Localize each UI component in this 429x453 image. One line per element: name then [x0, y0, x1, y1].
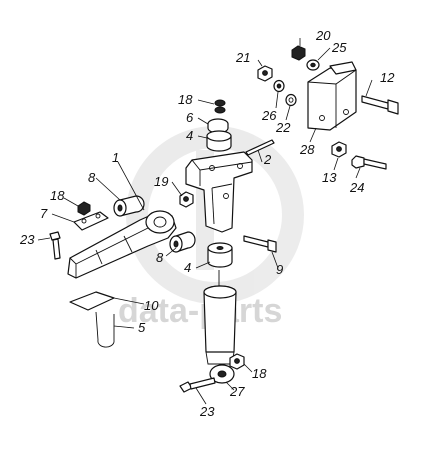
bushing-8-right: [169, 231, 196, 253]
pin-2: [245, 139, 275, 156]
callout-9: 9: [276, 262, 283, 277]
callout-22: 22: [275, 120, 291, 135]
callout-21: 21: [235, 50, 250, 65]
callout-2: 2: [263, 152, 272, 167]
callout-6: 6: [186, 110, 194, 125]
bolt-12: [361, 95, 399, 115]
callout-13: 13: [322, 170, 337, 185]
callout-25: 25: [331, 40, 347, 55]
callout-4-lower: 4: [184, 260, 191, 275]
callout-18-top: 18: [178, 92, 193, 107]
washer-26: [273, 79, 285, 93]
nut-13: [331, 141, 347, 158]
bushing-4-top: [206, 130, 232, 152]
callout-8-left: 8: [88, 170, 96, 185]
washer-22: [285, 93, 297, 107]
nut-20: [291, 45, 306, 61]
watermark-text: data-parts: [118, 292, 282, 330]
nut-18-top: [214, 99, 226, 114]
nut-18-lower: [229, 353, 245, 370]
nut-18-left: [77, 201, 91, 216]
bushing-8-left: [113, 195, 145, 217]
callout-labels: 20 25 21 12 26 22 28 2 13 24 18 6 4 19 1…: [19, 28, 395, 419]
bolt-9: [243, 235, 277, 253]
nut-21: [257, 65, 273, 82]
callout-5: 5: [138, 320, 146, 335]
callout-7: 7: [40, 206, 48, 221]
callout-28: 28: [299, 142, 315, 157]
callout-10: 10: [144, 298, 159, 313]
nut-19: [179, 191, 194, 208]
callout-23-left: 23: [19, 232, 35, 247]
callout-19: 19: [154, 174, 168, 189]
callout-12: 12: [380, 70, 395, 85]
callout-24: 24: [349, 180, 364, 195]
leader-lines: [37, 38, 373, 405]
callout-4-top: 4: [186, 128, 193, 143]
upper-bracket: [185, 151, 253, 233]
callout-8-right: 8: [156, 250, 164, 265]
callout-20: 20: [315, 28, 331, 43]
u-bolt-5: [95, 311, 115, 348]
shock-absorber: [203, 270, 237, 384]
washer-25: [306, 59, 320, 71]
bracket-28: [307, 61, 357, 131]
callout-26: 26: [261, 108, 277, 123]
bolt-23-left: [49, 231, 61, 260]
callout-27: 27: [229, 384, 245, 399]
callout-23-lower: 23: [199, 404, 215, 419]
callout-18-lower: 18: [252, 366, 267, 381]
bolt-23-lower: [179, 377, 216, 393]
bushing-4-lower: [207, 242, 233, 268]
plate-10: [69, 291, 115, 311]
callout-1: 1: [112, 150, 119, 165]
callout-18-left: 18: [50, 188, 65, 203]
bolt-24: [351, 155, 387, 170]
lever-1: [67, 210, 177, 279]
plate-7: [73, 211, 109, 231]
